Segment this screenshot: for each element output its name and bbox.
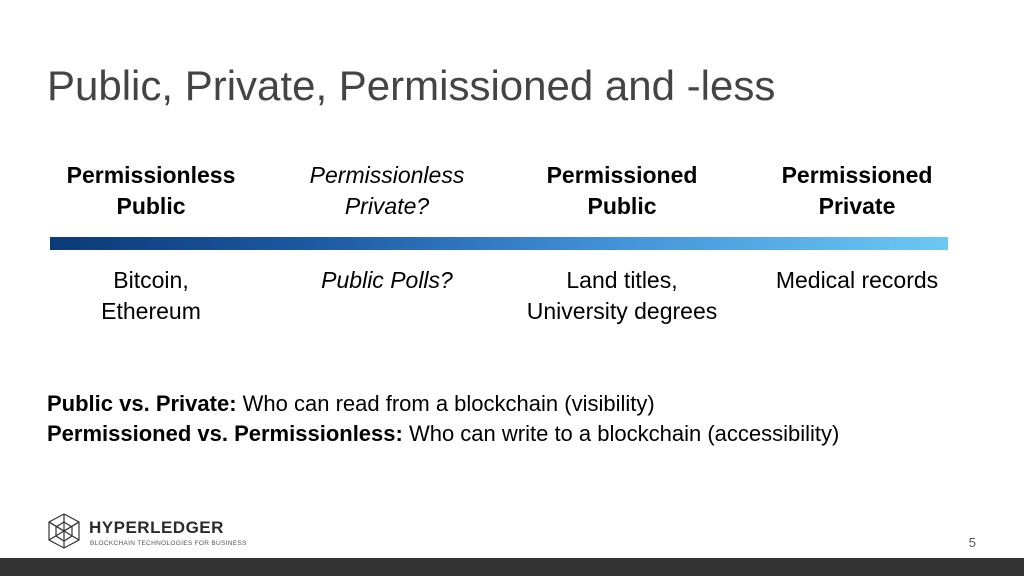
logo-tagline: BLOCKCHAIN TECHNOLOGIES FOR BUSINESS [90, 540, 247, 547]
column-heading-line: Permissioned [781, 162, 933, 188]
column-example-permissionless-private: Public Polls? [267, 265, 507, 296]
spectrum-columns: Permissionless Public Permissionless Pri… [31, 160, 977, 327]
column-heading-line: Private? [344, 193, 430, 219]
column-heading-line: Public [587, 193, 657, 219]
column-example-line: University degrees [526, 298, 718, 324]
definition-public-private: Public vs. Private: Who can read from a … [47, 389, 839, 419]
column-heading-line: Public [116, 193, 186, 219]
hyperledger-logo: HYPERLEDGER BLOCKCHAIN TECHNOLOGIES FOR … [45, 512, 247, 552]
column-heading-permissioned-private: Permissioned Private [752, 160, 962, 222]
definitions-block: Public vs. Private: Who can read from a … [47, 389, 839, 449]
column-example-line: Medical records [775, 267, 939, 293]
spectrum-gradient-bar [50, 237, 948, 250]
column-heading-line: Private [818, 193, 896, 219]
column-example-permissionless-public: Bitcoin, Ethereum [31, 265, 271, 327]
footer-band [0, 558, 1024, 576]
logo-wordmark: HYPERLEDGER [89, 518, 224, 537]
definition-term: Permissioned vs. Permissionless: [47, 421, 403, 446]
column-example-line: Bitcoin, [113, 267, 189, 293]
column-example-line: Public Polls? [321, 267, 453, 293]
column-example-line: Ethereum [101, 298, 201, 324]
definition-text: Who can read from a blockchain (visibili… [236, 391, 655, 416]
column-heading-permissioned-public: Permissioned Public [517, 160, 727, 222]
column-heading-line: Permissioned [546, 162, 698, 188]
column-heading-line: Permissionless [309, 162, 465, 188]
hyperledger-logo-icon [48, 513, 80, 549]
column-example-permissioned-public: Land titles, University degrees [502, 265, 742, 327]
definition-text: Who can write to a blockchain (accessibi… [402, 421, 840, 446]
definition-term: Public vs. Private: [47, 391, 237, 416]
page-number: 5 [968, 535, 976, 550]
definition-permissioned-permissionless: Permissioned vs. Permissionless: Who can… [47, 419, 839, 449]
column-heading-line: Permissionless [66, 162, 236, 188]
column-example-line: Land titles, [566, 267, 678, 293]
slide-title: Public, Private, Permissioned and -less [47, 62, 776, 109]
column-example-permissioned-private: Medical records [737, 265, 977, 296]
column-heading-permissionless-public: Permissionless Public [46, 160, 256, 222]
column-heading-permissionless-private: Permissionless Private? [282, 160, 492, 222]
